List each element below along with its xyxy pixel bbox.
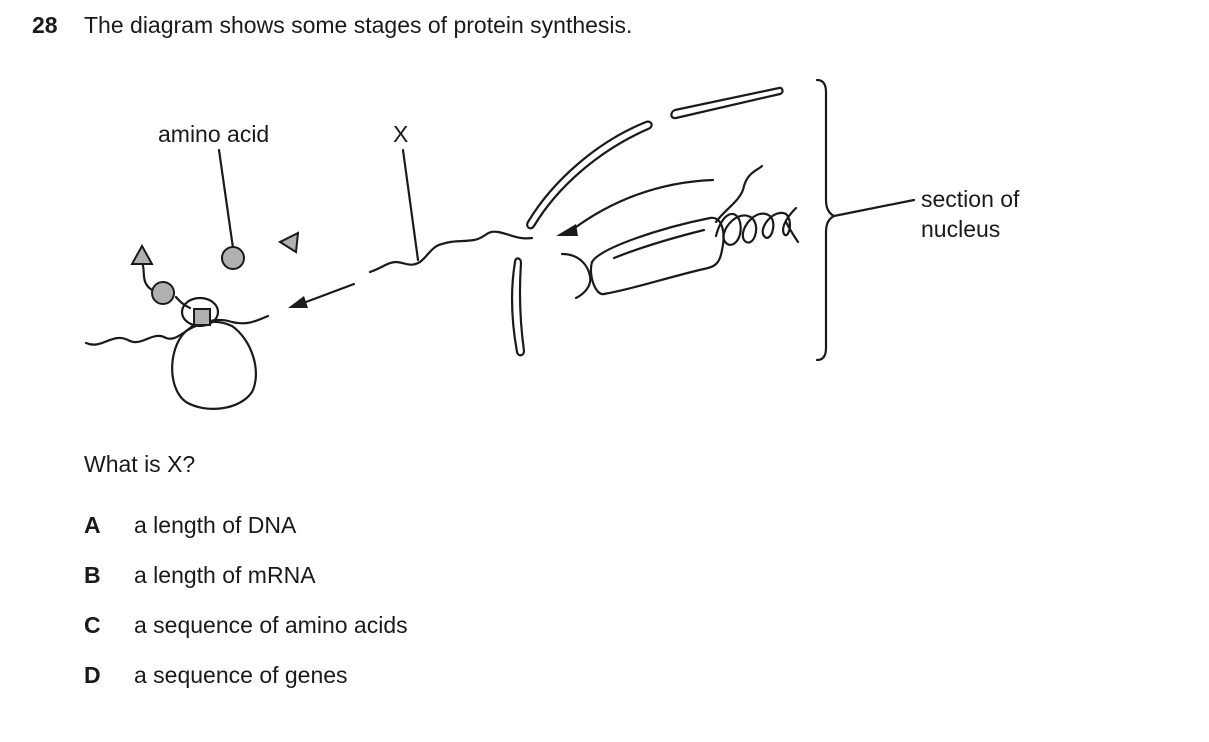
nuclear-envelope-top-right <box>670 86 784 120</box>
option-letter: A <box>84 512 101 538</box>
transcribed-strand <box>612 228 706 260</box>
nuclear-envelope-top-left <box>526 120 653 230</box>
option-text: a sequence of amino acids <box>134 612 408 638</box>
polypeptide-link <box>174 295 192 310</box>
nucleus-pointer-line <box>832 198 916 218</box>
option-letter: B <box>84 562 101 588</box>
dna-strand-left <box>560 252 592 300</box>
option-c: C a sequence of amino acids <box>84 612 408 639</box>
dna-helix <box>714 164 764 224</box>
arrowhead-in-nucleus <box>556 224 578 236</box>
ribosome-large-subunit <box>171 320 257 410</box>
amino-acid-circle-chain <box>151 281 175 305</box>
option-text: a length of DNA <box>134 512 297 538</box>
dna-helix-coils <box>714 206 800 246</box>
amino-acid-triangle-right <box>277 231 300 254</box>
amino-acid-square <box>193 308 211 326</box>
mrna-on-ribosome <box>84 314 270 346</box>
arrow-inside-nucleus <box>570 178 715 232</box>
option-text: a sequence of genes <box>134 662 348 688</box>
option-b: B a length of mRNA <box>84 562 316 589</box>
amino-acid-circle-free <box>221 246 245 270</box>
option-letter: D <box>84 662 101 688</box>
amino-acid-pointer-line <box>217 148 235 250</box>
label-x: X <box>393 121 408 147</box>
nucleus-bracket <box>815 78 836 362</box>
mrna-molecule-x <box>368 230 534 274</box>
question-stem: The diagram shows some stages of protein… <box>84 12 633 38</box>
arrow-to-ribosome <box>296 282 356 307</box>
option-letter: C <box>84 612 101 638</box>
option-d: D a sequence of genes <box>84 662 348 689</box>
question-number: 28 <box>32 12 58 38</box>
option-text: a length of mRNA <box>134 562 316 588</box>
dna-unwound-region <box>589 216 725 296</box>
label-section-of: section of <box>921 186 1020 212</box>
nuclear-envelope-bottom <box>511 257 526 357</box>
option-a: A a length of DNA <box>84 512 296 539</box>
x-pointer-line <box>401 148 420 262</box>
arrowhead-to-ribosome <box>288 296 308 308</box>
label-nucleus: nucleus <box>921 216 1000 242</box>
amino-acid-triangle-left <box>130 243 154 265</box>
question-prompt: What is X? <box>84 451 196 477</box>
label-amino-acid: amino acid <box>158 121 269 147</box>
